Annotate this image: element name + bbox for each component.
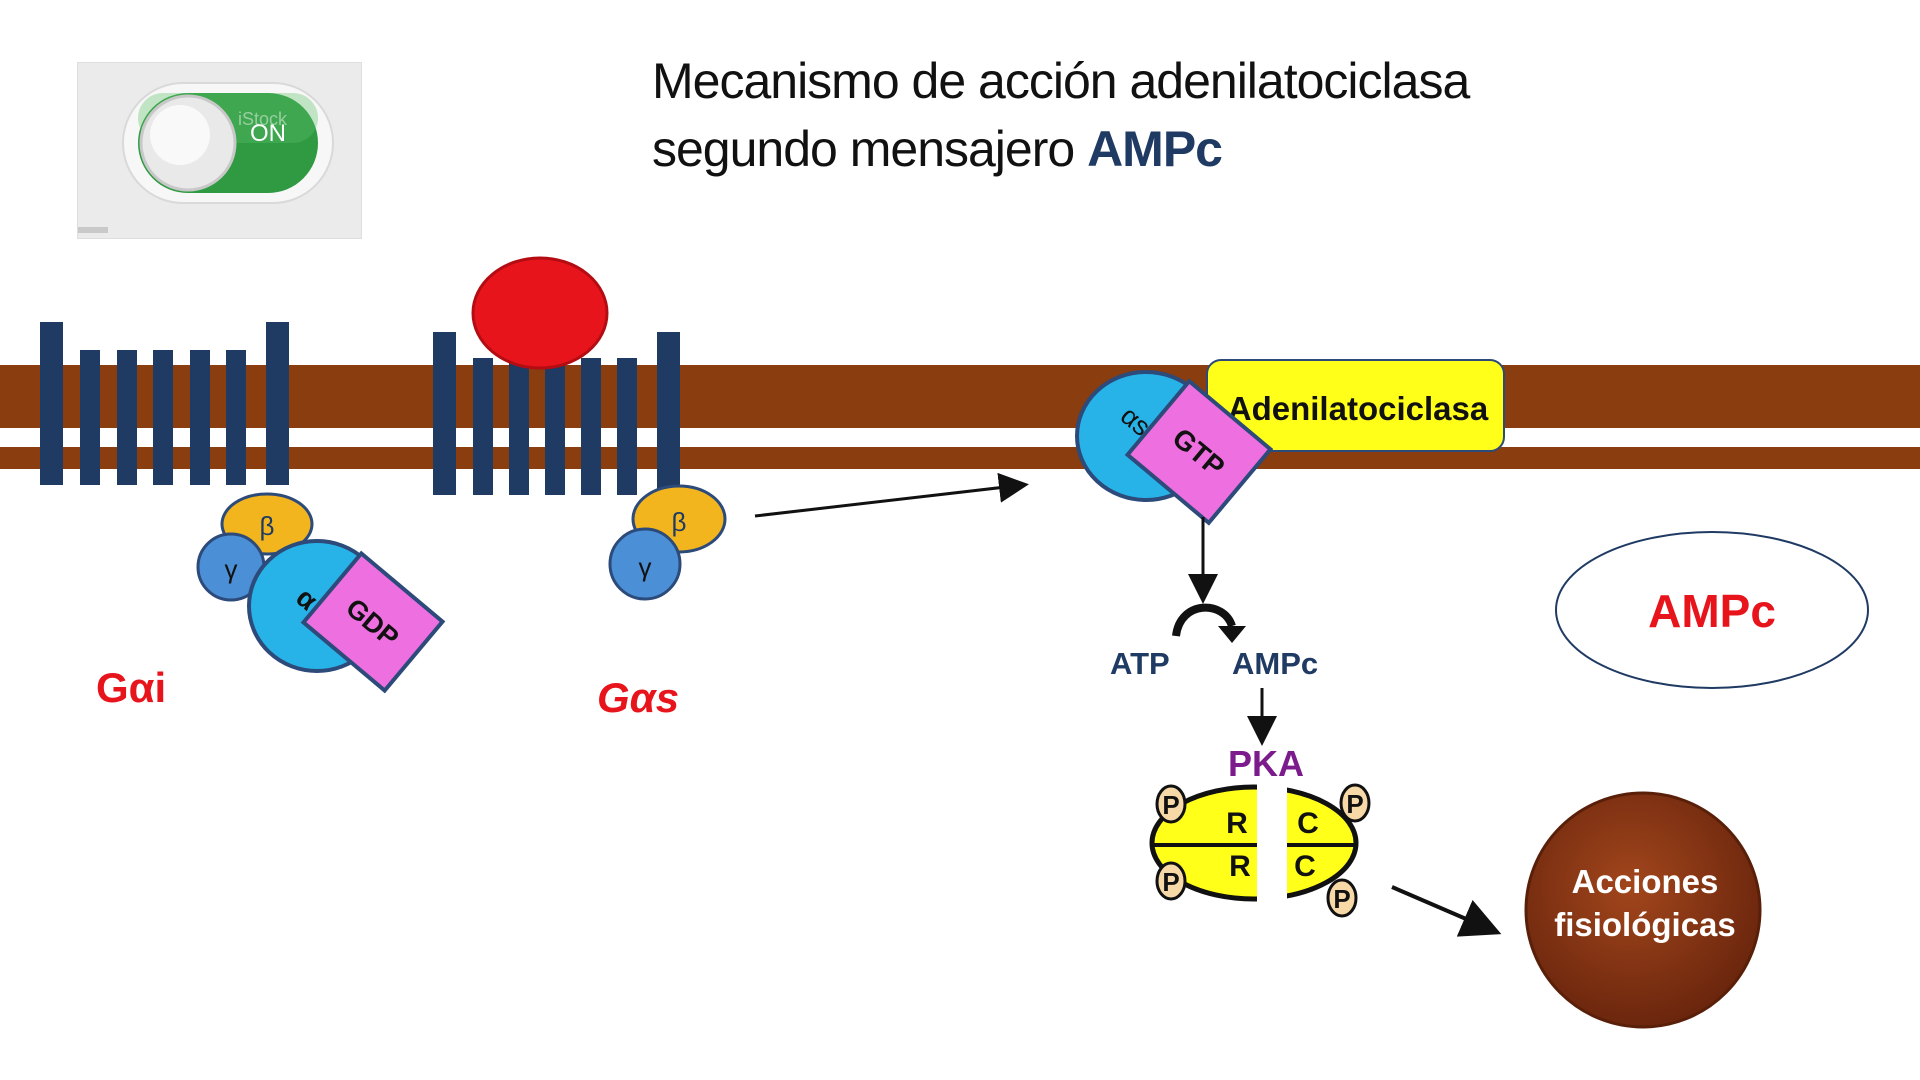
gdp-box: GDP: [300, 550, 446, 694]
svg-text:P: P: [1162, 790, 1179, 820]
ampc-callout-label: AMPc: [1648, 585, 1776, 637]
ampc-callout: AMPc: [1555, 531, 1869, 689]
phosphate-bottom-right: P: [1326, 878, 1358, 918]
svg-text:P: P: [1162, 867, 1179, 897]
g-protein-stimulatory: β γ: [608, 484, 727, 601]
actions-line-2: fisiológicas: [1554, 906, 1736, 943]
pka-gap: [1257, 783, 1287, 905]
page-title: Mecanismo de acción adenilatociclasa: [652, 52, 1470, 110]
svg-text:P: P: [1333, 884, 1350, 914]
pka-to-actions-arrow: [1391, 885, 1502, 937]
membrane-upper-layer: [0, 365, 1920, 428]
gamma-label-s: γ: [639, 552, 652, 582]
toggle-watermark: iStock: [238, 109, 288, 129]
pka-r-top: R: [1226, 807, 1248, 840]
ligand-hormone: [471, 256, 609, 370]
physiological-actions: Acciones fisiológicas: [1524, 791, 1762, 1029]
gtp-box: GTP: [1124, 378, 1274, 526]
activation-arrow: [754, 472, 1029, 518]
toggle-switch-image: iStock ON: [77, 62, 362, 239]
actions-circle: [1524, 791, 1762, 1029]
active-alpha-complex: αs GTP: [1075, 370, 1274, 526]
pka-c-top: C: [1297, 807, 1319, 840]
phosphate-bottom-left: P: [1155, 861, 1187, 901]
ampc-callout-ellipse: [1555, 531, 1869, 689]
pka-r-bottom: R: [1229, 850, 1251, 883]
phosphate-top-right: P: [1339, 783, 1371, 823]
pka-label: PKA: [1228, 743, 1304, 784]
title-line-1: Mecanismo de acción adenilatociclasa: [652, 53, 1470, 109]
beta-label-s: β: [672, 507, 687, 537]
g-alpha-i-label: Gαi: [96, 664, 166, 711]
adenylate-cyclase-label: Adenilatociclasa: [1228, 390, 1489, 427]
g-alpha-s-label: Gαs: [597, 674, 679, 721]
gamma-subunit-s: [608, 527, 682, 601]
pka-holoenzyme: R R C C P P P P: [1149, 783, 1371, 918]
adenylate-cyclase: Adenilatociclasa: [1206, 359, 1505, 452]
pka-c-bottom: C: [1294, 850, 1316, 883]
title-line-2-prefix: segundo mensajero: [652, 121, 1088, 177]
receptor-stimulatory: [433, 332, 680, 495]
ampc-reaction-label: AMPc: [1232, 646, 1318, 681]
actions-line-1: Acciones: [1572, 863, 1719, 900]
title-line-2-accent: AMPc: [1087, 121, 1223, 177]
beta-label-i: β: [260, 511, 275, 541]
atp-label: ATP: [1110, 646, 1170, 681]
svg-text:P: P: [1346, 789, 1363, 819]
toggle-on-label: ON: [250, 120, 286, 147]
phosphate-top-left: P: [1155, 784, 1187, 824]
receptor-inhibitory: [40, 322, 289, 485]
gamma-label-i: γ: [225, 554, 238, 584]
reaction-curve-arrow: [1172, 603, 1246, 643]
g-protein-inhibitory: β γ α GDP: [196, 492, 446, 694]
page-subtitle: segundo mensajero AMPc: [652, 120, 1223, 178]
